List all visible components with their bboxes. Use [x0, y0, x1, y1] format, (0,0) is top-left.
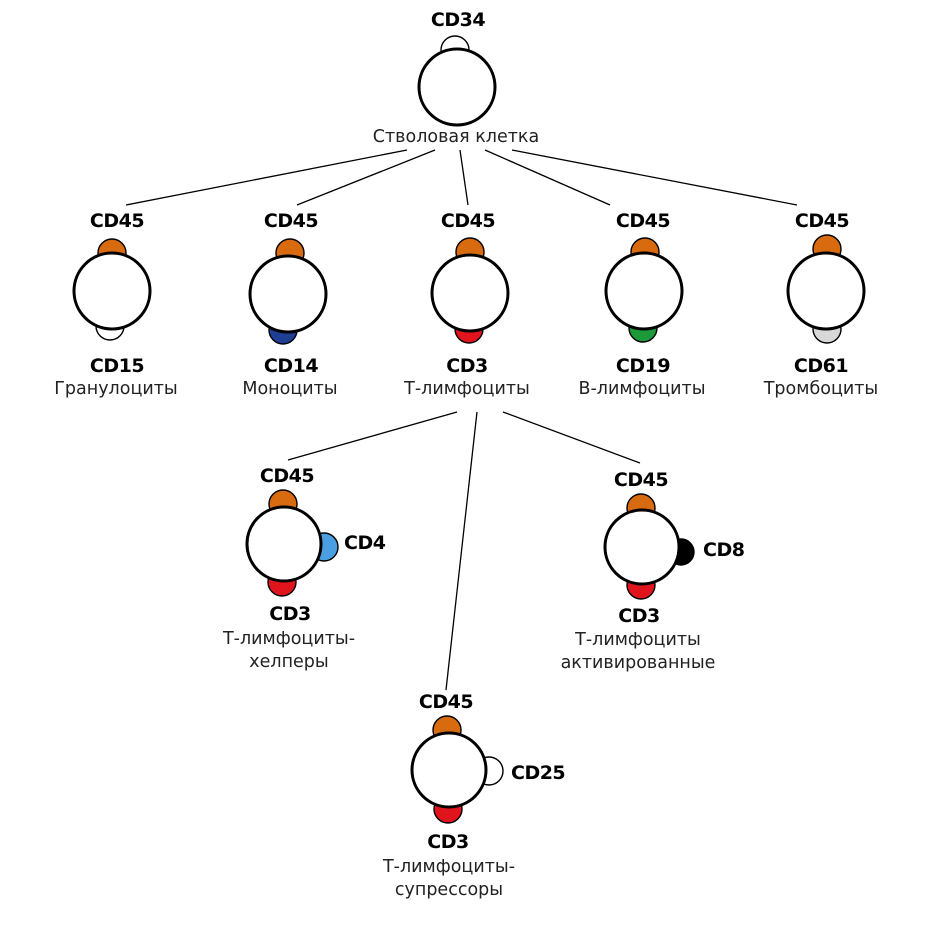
edge-stem-tlymph: [459, 149, 469, 206]
marker-label-cd61: CD61: [794, 355, 848, 377]
cell-body: [603, 508, 681, 586]
marker-label-cd45: CD45: [419, 691, 473, 713]
edge-stem-granulo: [125, 149, 408, 206]
node-name-line1: Т-лимфоциты-: [382, 857, 515, 877]
node-name-line2: хелперы: [249, 652, 328, 672]
cell-body: [245, 505, 323, 583]
edges: [125, 149, 798, 691]
marker-label-cd14: CD14: [264, 355, 318, 377]
marker-label-cd45: CD45: [264, 210, 318, 232]
cell-body: [410, 731, 488, 809]
edge-stem-blymph: [484, 149, 611, 206]
marker-label-cd8: CD8: [703, 539, 745, 561]
node-activated: CD45 CD8 CD3 Т-лимфоциты активированные: [561, 469, 746, 673]
node-granulo: CD45 CD15 Гранулоциты: [54, 210, 178, 399]
cell-body: [417, 47, 497, 127]
edge-stem-mono: [296, 149, 436, 206]
marker-label-cd45: CD45: [90, 210, 144, 232]
marker-label-cd45: CD45: [260, 465, 314, 487]
node-name-line2: активированные: [561, 653, 716, 673]
edge-tlymph-activated: [502, 411, 641, 464]
node-name: Стволовая клетка: [373, 127, 539, 147]
marker-label-cd15: CD15: [90, 355, 144, 377]
marker-label-cd45: CD45: [616, 210, 670, 232]
marker-label-cd25: CD25: [511, 762, 565, 784]
node-blymph: CD45 CD19 В-лимфоциты: [578, 210, 705, 399]
node-thrombo: CD45 CD61 Тромбоциты: [763, 210, 879, 399]
marker-label-cd19: CD19: [616, 355, 670, 377]
marker-label-cd45: CD45: [795, 210, 849, 232]
node-mono: CD45 CD14 Моноциты: [242, 210, 337, 399]
edge-tlymph-suppressor: [445, 411, 478, 691]
marker-label-cd4: CD4: [344, 532, 386, 554]
node-name-line2: супрессоры: [395, 880, 503, 900]
node-name: Гранулоциты: [54, 379, 178, 399]
node-tlymph: CD45 CD3 Т-лимфоциты: [403, 210, 530, 399]
marker-label-cd3: CD3: [427, 831, 468, 853]
marker-label-cd45: CD45: [614, 469, 668, 491]
node-name: В-лимфоциты: [578, 379, 705, 399]
node-suppressor: CD45 CD25 CD3 Т-лимфоциты- супрессоры: [382, 691, 566, 900]
node-name-line1: Т-лимфоциты: [574, 630, 701, 650]
cell-body: [72, 251, 152, 331]
node-helper: CD45 CD4 CD3 Т-лимфоциты- хелперы: [222, 465, 386, 672]
cell-body: [604, 251, 684, 331]
marker-label-cd3: CD3: [618, 605, 659, 627]
marker-label-cd3: CD3: [446, 355, 487, 377]
cell-body: [248, 254, 328, 334]
edge-tlymph-helper: [287, 411, 458, 461]
node-name-line1: Т-лимфоциты-: [222, 629, 355, 649]
node-name: Тромбоциты: [763, 379, 879, 399]
marker-label-cd34: CD34: [431, 9, 485, 31]
marker-label-cd3: CD3: [269, 603, 310, 625]
node-name: Т-лимфоциты: [403, 379, 530, 399]
node-stem: CD34 Стволовая клетка: [373, 9, 539, 147]
cell-body: [786, 251, 866, 331]
node-name: Моноциты: [242, 379, 337, 399]
edge-stem-thrombo: [511, 149, 798, 206]
marker-label-cd45: CD45: [441, 210, 495, 232]
cell-body: [430, 253, 510, 333]
